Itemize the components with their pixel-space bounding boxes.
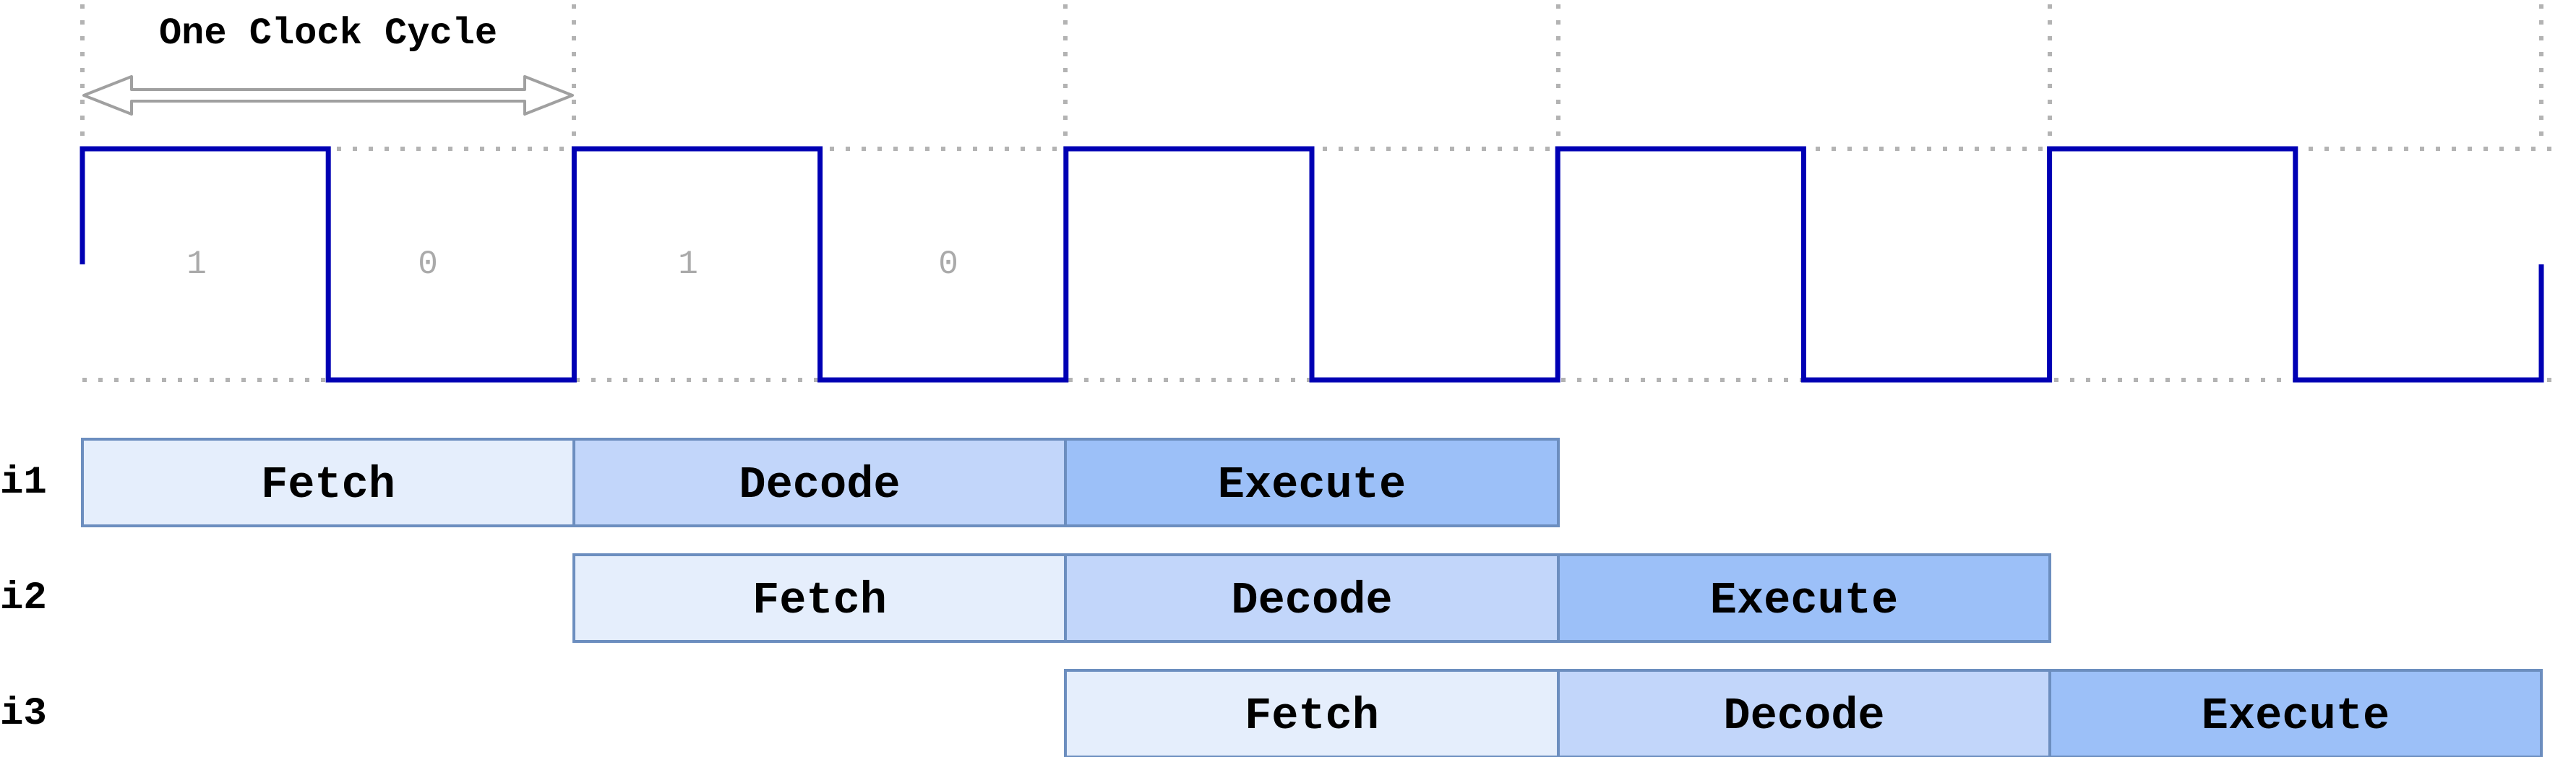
clock-cycle-arrow	[82, 75, 574, 116]
stage-label: Execute	[1710, 575, 1898, 626]
clock-level-labels: 1 0 1 0	[186, 246, 958, 283]
stage-box-fetch	[81, 438, 575, 527]
clock-reference-lines	[82, 147, 2559, 382]
instruction-row-i3: i3 Fetch Decode Execute	[0, 669, 2543, 757]
stage-label: Decode	[739, 459, 900, 511]
clock-cycle-title: One Clock Cycle	[159, 12, 497, 55]
stage-box-execute	[1557, 553, 2051, 643]
stage-label: Fetch	[752, 575, 887, 626]
stage-box-execute	[1064, 438, 1560, 527]
clock-level-label: 0	[418, 246, 438, 283]
instruction-label: i3	[0, 692, 47, 736]
clock-level-label: 1	[186, 246, 207, 283]
stage-box-execute	[2048, 669, 2543, 757]
instruction-label: i1	[0, 461, 47, 505]
stage-label: Decode	[1723, 691, 1884, 742]
stage-label: Execute	[1218, 459, 1406, 511]
stage-box-decode	[1064, 553, 1560, 643]
instruction-row-i1: i1 Fetch Decode Execute	[0, 438, 1560, 527]
double-arrow-icon	[82, 75, 574, 116]
stage-label: Fetch	[261, 459, 395, 511]
clock-waveform	[80, 146, 2544, 383]
stage-label: Fetch	[1245, 691, 1379, 742]
instruction-label: i2	[0, 576, 47, 620]
clock-level-label: 0	[938, 246, 958, 283]
stage-box-fetch	[1064, 669, 1560, 757]
stage-box-fetch	[572, 553, 1067, 643]
stage-box-decode	[572, 438, 1067, 527]
stage-box-decode	[1557, 669, 2051, 757]
clock-level-label: 1	[678, 246, 698, 283]
instruction-row-i2: i2 Fetch Decode Execute	[0, 553, 2051, 643]
stage-label: Execute	[2202, 691, 2390, 742]
stage-label: Decode	[1231, 575, 1392, 626]
